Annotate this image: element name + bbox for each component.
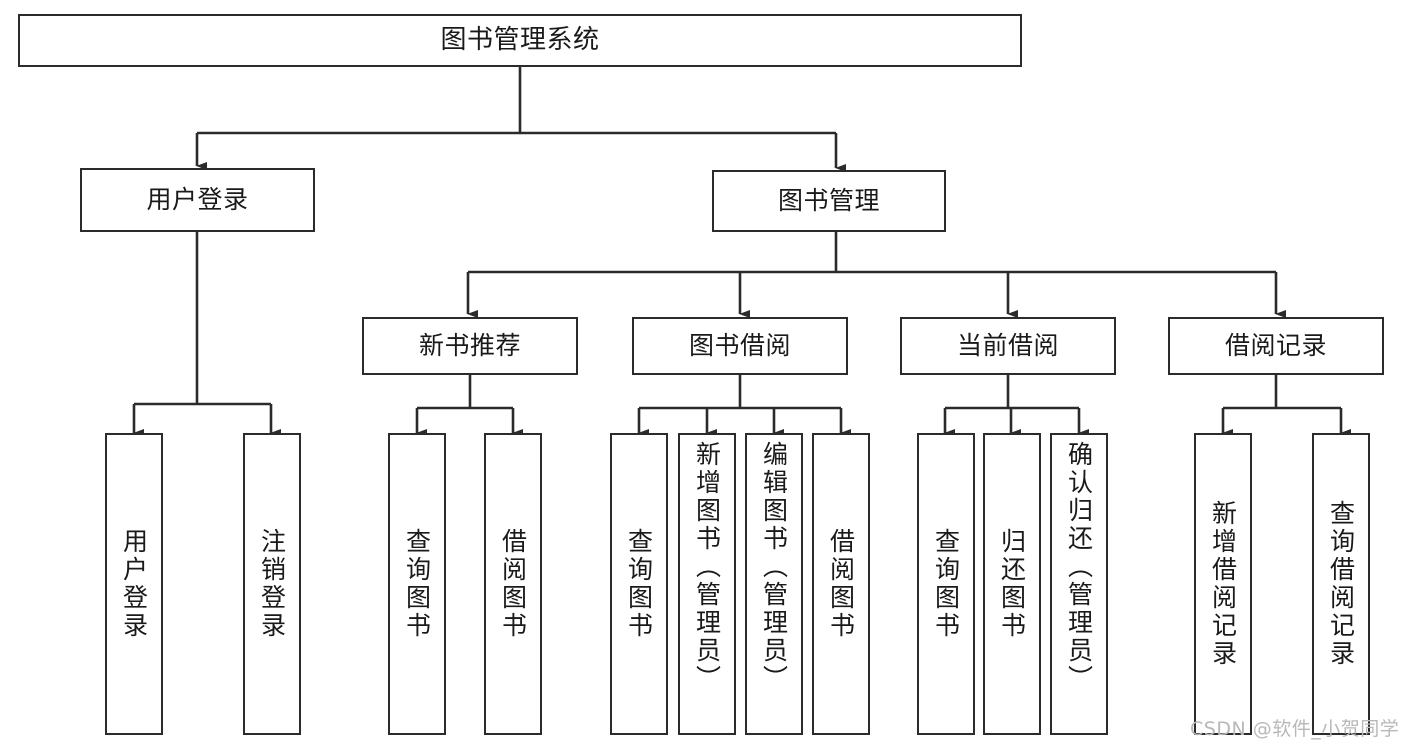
node-label: 查询图书 <box>402 528 432 640</box>
leaf-currentborrow-query-books[interactable]: 查询图书 <box>917 433 975 735</box>
leaf-newbook-query-books[interactable]: 查询图书 <box>388 433 446 735</box>
node-label: 新增图书（管理员） <box>692 441 722 693</box>
node-label: 借阅图书 <box>826 528 856 640</box>
leaf-bookborrow-add-book-admin[interactable]: 新增图书（管理员） <box>678 433 736 735</box>
node-current-borrow[interactable]: 当前借阅 <box>900 317 1116 375</box>
node-book-borrow[interactable]: 图书借阅 <box>632 317 848 375</box>
node-label: 图书管理系统 <box>440 24 600 55</box>
node-borrow-records[interactable]: 借阅记录 <box>1168 317 1384 375</box>
leaf-bookborrow-query-books[interactable]: 查询图书 <box>610 433 668 735</box>
leaf-user-login-signin[interactable]: 用户登录 <box>105 433 163 735</box>
leaf-currentborrow-confirm-return-admin[interactable]: 确认归还（管理员） <box>1050 433 1108 735</box>
node-label: 图书借阅 <box>688 331 791 360</box>
node-label: 查询图书 <box>931 528 961 640</box>
node-new-book-recommend[interactable]: 新书推荐 <box>362 317 578 375</box>
node-label: 查询图书 <box>624 528 654 640</box>
leaf-currentborrow-return-books[interactable]: 归还图书 <box>983 433 1041 735</box>
node-label: 用户登录 <box>119 528 149 640</box>
leaf-newbook-borrow-books[interactable]: 借阅图书 <box>484 433 542 735</box>
node-label: 编辑图书（管理员） <box>759 441 789 693</box>
leaf-bookborrow-borrow-books[interactable]: 借阅图书 <box>812 433 870 735</box>
node-label: 查询借阅记录 <box>1326 500 1356 668</box>
node-label: 新书推荐 <box>418 331 521 360</box>
node-label: 注销登录 <box>257 528 287 640</box>
node-label: 借阅记录 <box>1224 331 1327 360</box>
leaf-user-login-signout[interactable]: 注销登录 <box>243 433 301 735</box>
leaf-borrowrecords-add-record[interactable]: 新增借阅记录 <box>1194 433 1252 735</box>
node-label: 用户登录 <box>146 185 249 214</box>
node-user-login[interactable]: 用户登录 <box>80 168 315 232</box>
node-label: 借阅图书 <box>498 528 528 640</box>
node-label: 归还图书 <box>997 528 1027 640</box>
node-label: 当前借阅 <box>956 331 1059 360</box>
node-label: 图书管理 <box>777 186 880 215</box>
leaf-borrowrecords-query-record[interactable]: 查询借阅记录 <box>1312 433 1370 735</box>
node-label: 新增借阅记录 <box>1208 500 1238 668</box>
node-root-system[interactable]: 图书管理系统 <box>18 14 1022 67</box>
leaf-bookborrow-edit-book-admin[interactable]: 编辑图书（管理员） <box>745 433 803 735</box>
node-book-management[interactable]: 图书管理 <box>712 170 946 232</box>
node-label: 确认归还（管理员） <box>1064 441 1094 693</box>
